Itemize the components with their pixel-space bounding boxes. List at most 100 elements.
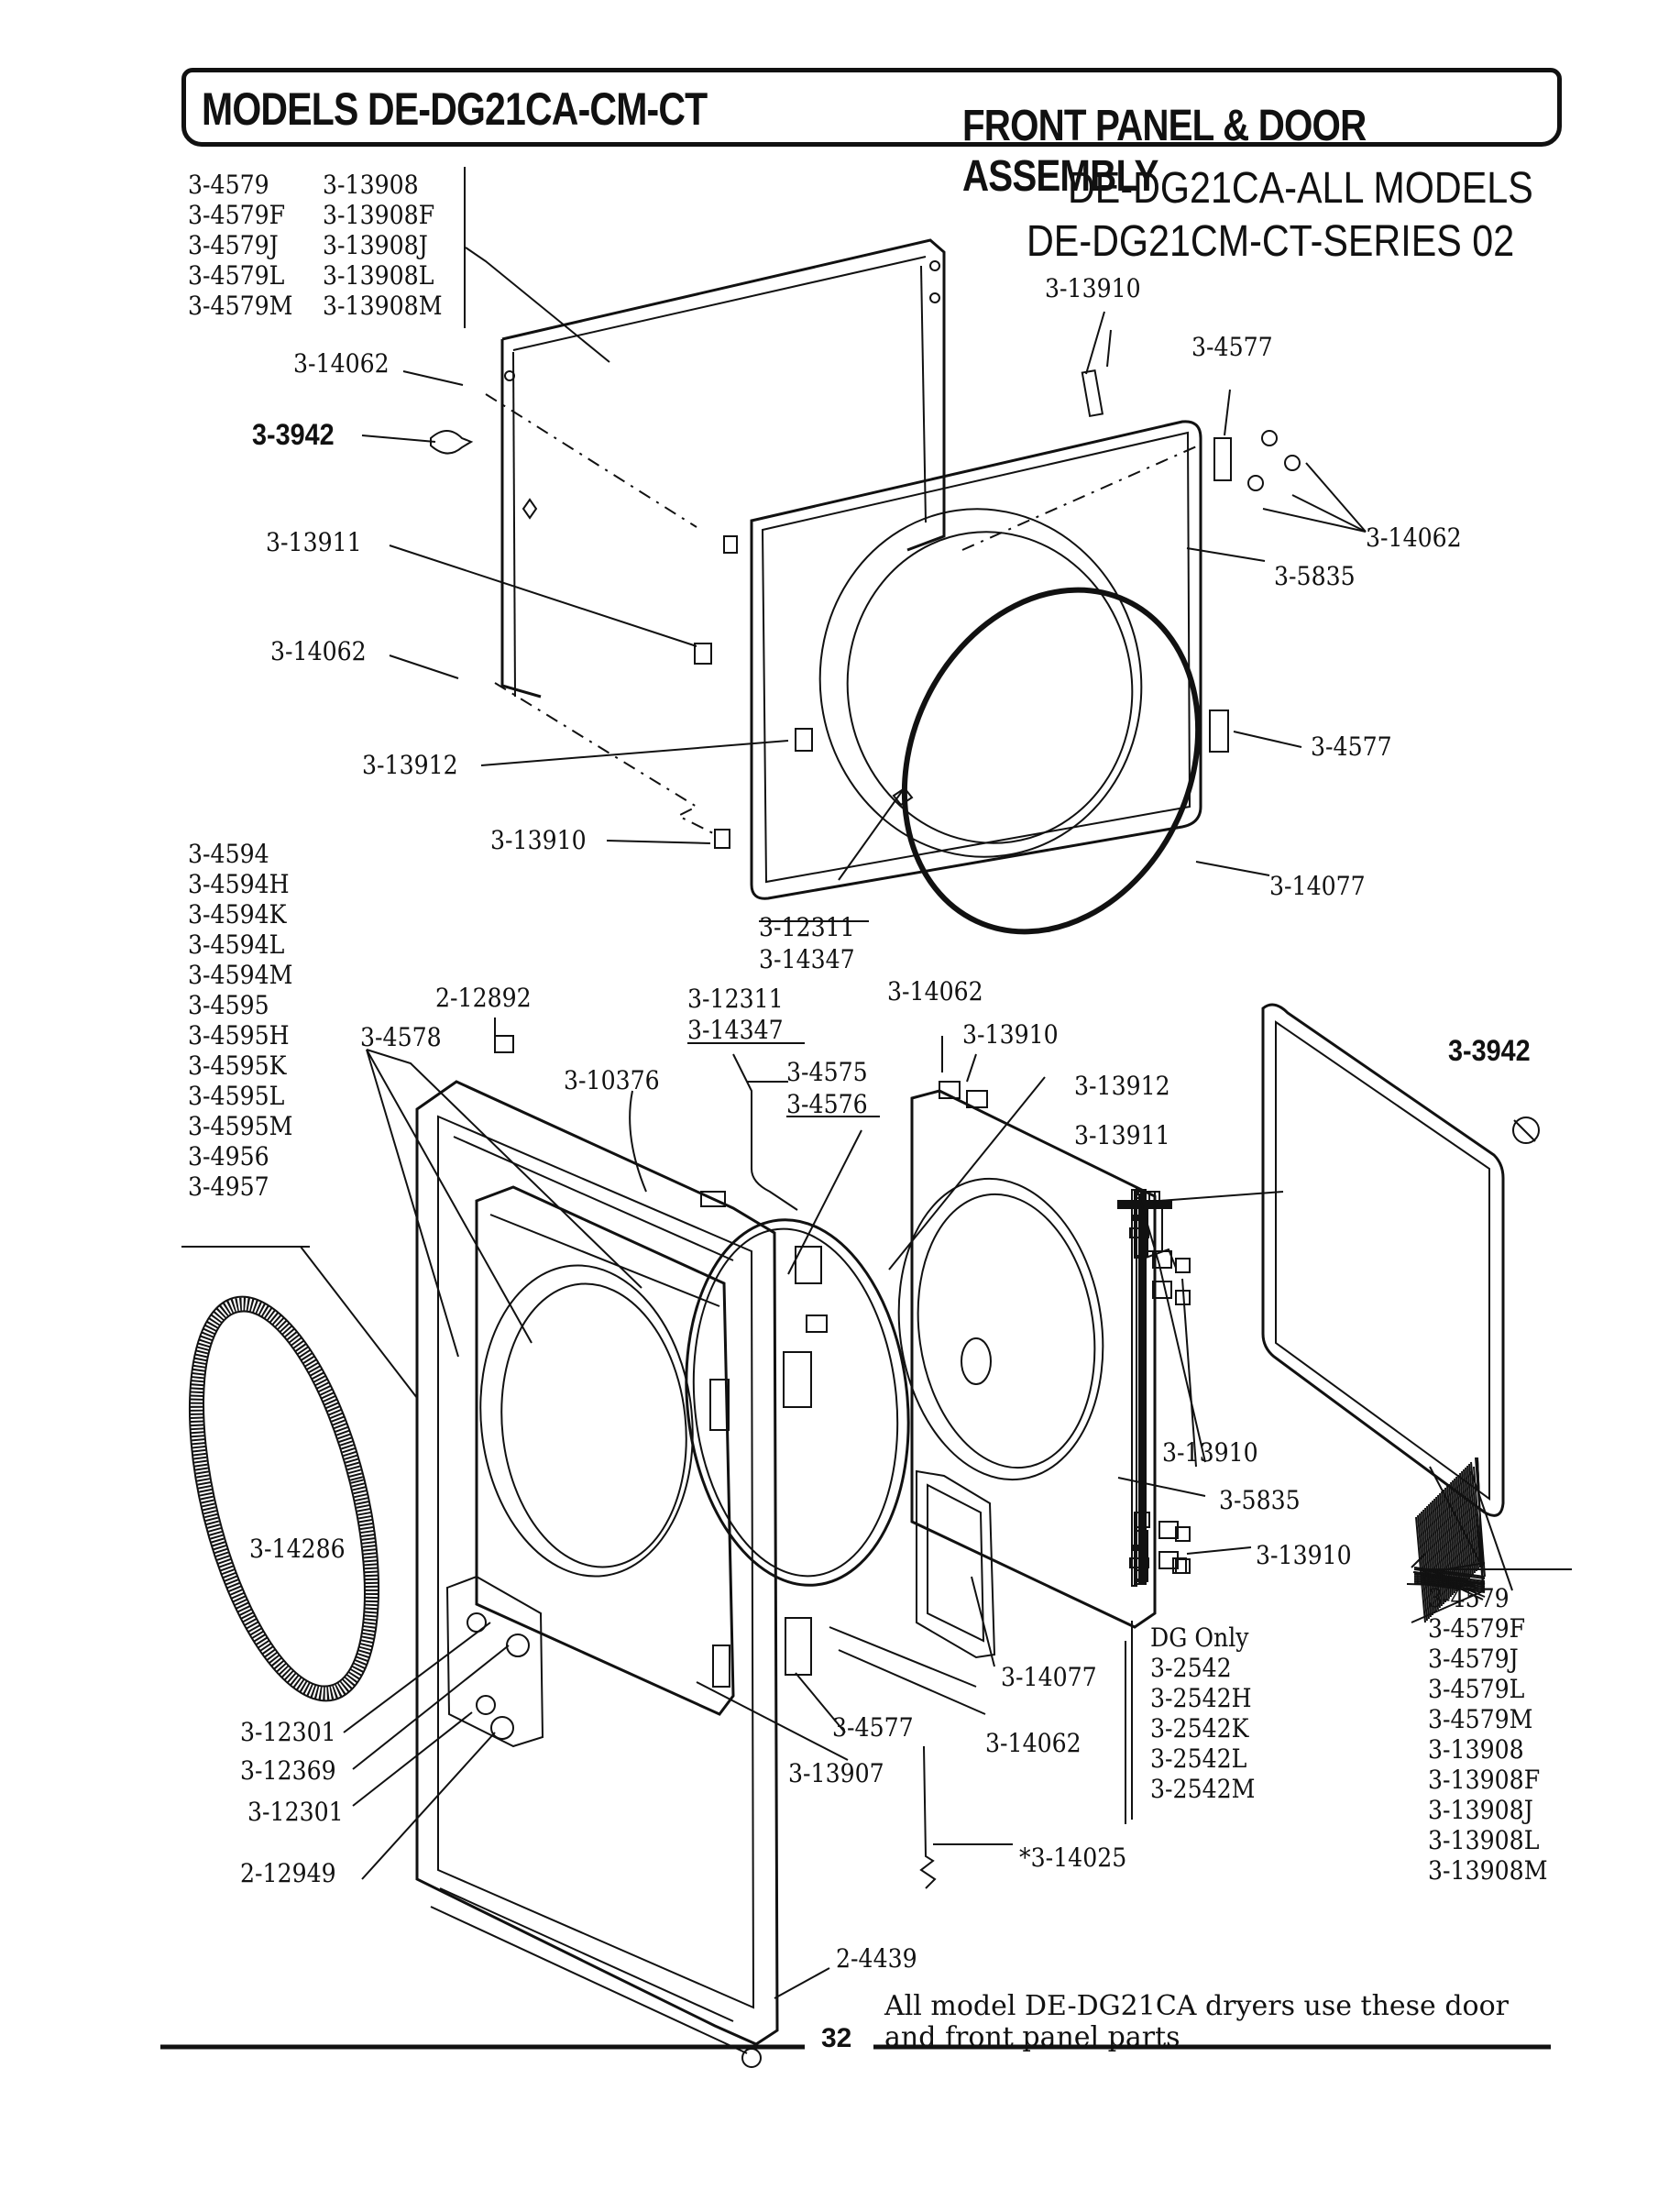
label-12301-a: 3-12301 <box>240 1717 336 1747</box>
label-4575: 3-4575 <box>786 1057 868 1087</box>
label-2-4439: 2-4439 <box>836 1943 917 1974</box>
label-10376: 3-10376 <box>564 1065 660 1095</box>
label-13910-top-right: 3-13910 <box>1045 273 1141 303</box>
part-number: 3-4957 <box>188 1172 269 1202</box>
label-screws-top-right: 3-14062 <box>1366 522 1462 553</box>
part-number: 3-13908L <box>323 260 434 291</box>
label-13910-top-left: 3-13910 <box>490 825 587 855</box>
section-title: FRONT PANEL & DOOR ASSEMBLY <box>962 102 1367 201</box>
part-number: 3-4595 <box>188 990 269 1020</box>
label-2-12949: 2-12949 <box>240 1858 336 1888</box>
footnote-line-1: All model DE-DG21CA dryers use these doo… <box>884 1990 1509 2022</box>
label-panel-top: 3-5835 <box>1274 561 1356 591</box>
label-screw-lower: 3-14062 <box>985 1728 1082 1758</box>
part-number: 3-13908J <box>323 230 428 260</box>
header-frame <box>181 68 1562 147</box>
subtitle-line-1: DE-DG21CA-ALL MODELS <box>1068 164 1533 213</box>
label-14347-b: 3-14347 <box>687 1015 784 1045</box>
label-knob-top-left: 3-3942 <box>252 418 335 451</box>
part-number: 3-2542H <box>1150 1683 1252 1713</box>
part-number: 3-4595L <box>188 1081 285 1111</box>
top-left-part-column-2: 3-13908 3-13908F 3-13908J 3-13908L 3-139… <box>323 170 443 321</box>
upper-leader-lines <box>361 247 1367 922</box>
part-number: 3-13908 <box>1428 1734 1524 1765</box>
part-number: 3-4956 <box>188 1141 269 1172</box>
label-4576: 3-4576 <box>786 1089 868 1119</box>
label-13910-right-a: 3-13910 <box>1162 1437 1258 1468</box>
top-left-part-column-1: 3-4579 3-4579F 3-4579J 3-4579L 3-4579M <box>188 170 292 321</box>
lower-right-panel <box>897 1089 1157 1629</box>
label-13910-lower: 3-13910 <box>962 1019 1059 1050</box>
label-hinge-mid-right: 3-4577 <box>1311 732 1392 762</box>
label-screw-top-left: 3-14062 <box>293 348 390 379</box>
lower-seal-ring <box>188 1295 380 1702</box>
part-number: 3-2542 <box>1150 1653 1232 1683</box>
dg-only-window <box>916 1469 996 1659</box>
part-number: 3-4594H <box>188 869 290 899</box>
label-12311-b: 3-12311 <box>687 984 784 1014</box>
models-title: MODELS DE-DG21CA-CM-CT <box>202 83 708 135</box>
part-number: 3-4594M <box>188 960 293 990</box>
label-14347-a: 3-14347 <box>759 944 855 974</box>
lower-far-right-panel <box>1261 1003 1505 1517</box>
label-12369: 3-12369 <box>240 1755 336 1786</box>
dg-only-part-list: DG Only 3-2542 3-2542H 3-2542K 3-2542L 3… <box>1150 1622 1255 1804</box>
dg-only-title: DG Only <box>1150 1622 1249 1653</box>
part-number: 3-4579F <box>188 200 286 230</box>
label-13907: 3-13907 <box>788 1758 884 1788</box>
lower-gasket-ring <box>685 1218 910 1587</box>
part-number: 3-13908M <box>1428 1855 1548 1886</box>
part-number: 3-4594K <box>188 899 287 930</box>
label-13910-right-b: 3-13910 <box>1256 1540 1352 1570</box>
part-number: 3-4579 <box>188 170 269 200</box>
part-number: 3-4579J <box>1428 1644 1519 1674</box>
label-13912-lower: 3-13912 <box>1074 1071 1170 1101</box>
part-number: 3-4579 <box>1428 1583 1510 1613</box>
label-gasket-lower: 3-14077 <box>1001 1662 1097 1692</box>
part-number: 3-4595K <box>188 1050 287 1081</box>
upper-frame-panel <box>500 238 946 698</box>
label-hinge-lower: 3-4577 <box>832 1712 914 1743</box>
label-screw-mid-left: 3-14062 <box>270 636 367 666</box>
part-number: 3-13908M <box>323 291 443 321</box>
upper-gasket-ring <box>901 587 1202 935</box>
part-number: 3-4594 <box>188 839 269 869</box>
label-14062-lower: 3-14062 <box>887 976 983 1006</box>
part-number: 3-13908F <box>323 200 435 230</box>
lower-leader-lines <box>181 1018 1513 1999</box>
upper-front-panel <box>750 420 1202 900</box>
part-number: 3-13908L <box>1428 1825 1540 1855</box>
lower-right-part-column: 3-4579 3-4579F 3-4579J 3-4579L 3-4579M 3… <box>1428 1583 1548 1886</box>
part-number: 3-13908J <box>1428 1795 1533 1825</box>
label-knob-lower-right: 3-3942 <box>1448 1034 1531 1067</box>
lower-outer-frame <box>415 1080 779 2054</box>
label-14025: *3-14025 <box>1019 1842 1127 1873</box>
part-number: 3-4579M <box>1428 1704 1533 1734</box>
label-13912-top: 3-13912 <box>362 750 458 780</box>
part-number: 3-4579L <box>1428 1674 1525 1704</box>
label-gasket-top: 3-14077 <box>1269 871 1366 901</box>
label-hinge-top-right: 3-4577 <box>1191 332 1273 362</box>
label-2-12892: 2-12892 <box>435 983 532 1013</box>
part-number: 3-4595M <box>188 1111 293 1141</box>
label-seal-left: 3-14286 <box>249 1534 346 1564</box>
part-number: 3-2542L <box>1150 1744 1247 1774</box>
subtitle-line-2: DE-DG21CM-CT-SERIES 02 <box>1027 217 1515 266</box>
part-number: 3-4579L <box>188 260 285 291</box>
footnote-line-2: and front panel parts <box>884 2021 1180 2053</box>
label-4578: 3-4578 <box>360 1022 442 1052</box>
lower-inner-panel <box>475 1185 735 1716</box>
label-12301-b: 3-12301 <box>247 1797 344 1827</box>
part-number: 3-4579J <box>188 230 279 260</box>
part-number: 3-13908F <box>1428 1765 1541 1795</box>
part-number: 3-4579F <box>1428 1613 1526 1644</box>
label-panel-lower: 3-5835 <box>1219 1485 1301 1515</box>
page-number: 32 <box>821 2023 852 2053</box>
part-number: 3-4579M <box>188 291 293 321</box>
label-13911-top: 3-13911 <box>266 527 362 557</box>
part-number: 3-2542K <box>1150 1713 1249 1744</box>
lower-left-part-column: 3-4594 3-4594H 3-4594K 3-4594L 3-4594M 3… <box>188 839 292 1202</box>
part-number: 3-4594L <box>188 930 285 960</box>
